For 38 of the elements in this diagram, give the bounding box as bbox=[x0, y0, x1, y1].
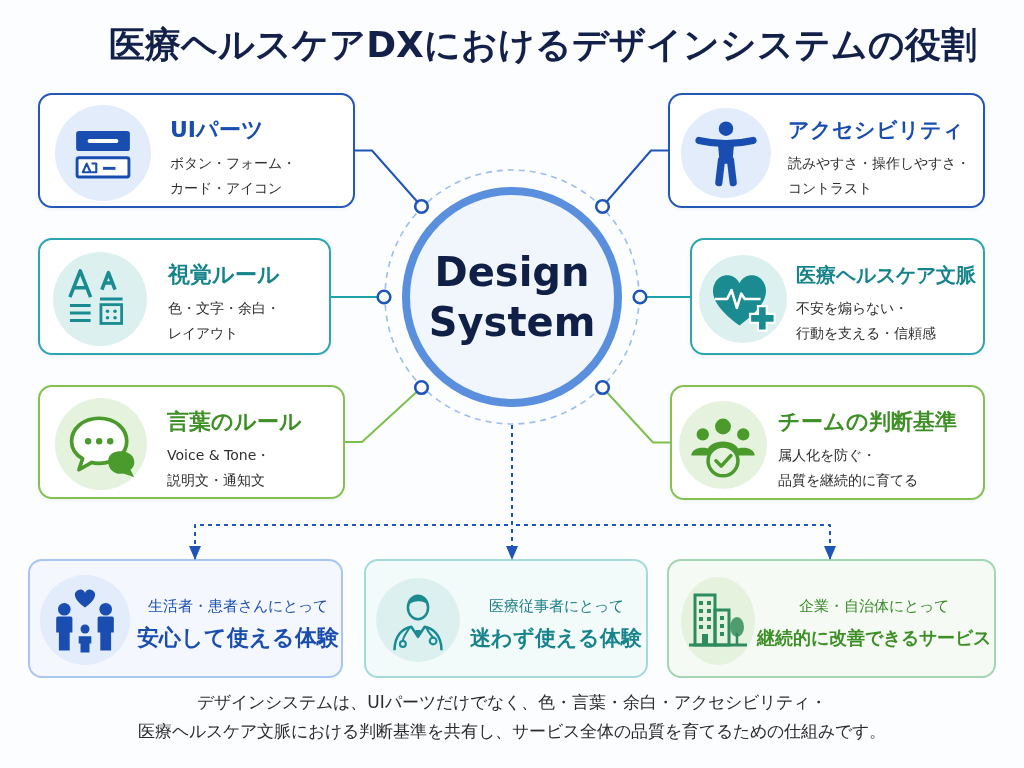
category-card bbox=[38, 385, 345, 499]
connector-line bbox=[594, 149, 669, 215]
card-title: 視覚ルール bbox=[168, 261, 280, 289]
connector-line bbox=[594, 379, 671, 444]
card-description: 属人化を防ぐ・品質を継続的に育てる bbox=[778, 446, 919, 490]
connector-line bbox=[354, 149, 430, 215]
audience-label: 医療従事者にとって bbox=[488, 597, 624, 616]
caption-text: デザインシステムは、UIパーツだけでなく、色・言葉・余白・アクセシビリティ・医療ヘルスケア文脈における判断基準を共有し、サービス全体の品質を育てるための仕組みです。 bbox=[137, 691, 887, 743]
connector-line bbox=[330, 289, 392, 305]
hub-label: Design System bbox=[427, 248, 597, 347]
card-description: 不安を煽らない・行動を支える・信頼感 bbox=[796, 299, 937, 343]
card-title: 医療ヘルスケア文脈 bbox=[796, 262, 976, 289]
outcome-title: 継続的に改善できるサービス bbox=[757, 627, 991, 650]
connector-line bbox=[344, 379, 430, 443]
outcome-card bbox=[364, 559, 648, 678]
card-title: アクセシビリティ bbox=[788, 117, 964, 144]
card-title: チームの判断基準 bbox=[778, 408, 957, 436]
outcome-card bbox=[28, 559, 343, 678]
hub-circle bbox=[384, 169, 640, 425]
dashed-arrow bbox=[511, 424, 836, 560]
card-description: ボタン・フォーム・カード・アイコン bbox=[170, 154, 297, 198]
card-title: UIパーツ bbox=[170, 116, 265, 144]
card-title: 言葉のルール bbox=[167, 408, 302, 436]
category-card bbox=[38, 238, 331, 355]
card-description: 読みやすさ・操作しやすさ・コントラスト bbox=[788, 154, 971, 198]
category-card bbox=[670, 385, 985, 500]
connector-line bbox=[632, 289, 691, 305]
outcome-title: 安心して使える体験 bbox=[137, 624, 339, 652]
outcome-card bbox=[667, 559, 996, 678]
audience-label: 企業・自治体にとって bbox=[799, 597, 949, 616]
category-card bbox=[668, 93, 985, 208]
card-description: 色・文字・余白・レイアウト bbox=[168, 299, 281, 343]
page-title: 医療ヘルスケアDXにおけるデザインシステムの役割 bbox=[109, 23, 977, 67]
outcome-title: 迷わず使える体験 bbox=[470, 625, 642, 652]
card-description: Voice & Tone・説明文・通知文 bbox=[167, 446, 272, 490]
category-card bbox=[690, 238, 985, 355]
category-card bbox=[38, 93, 355, 208]
audience-label: 生活者・患者さんにとって bbox=[148, 597, 328, 616]
